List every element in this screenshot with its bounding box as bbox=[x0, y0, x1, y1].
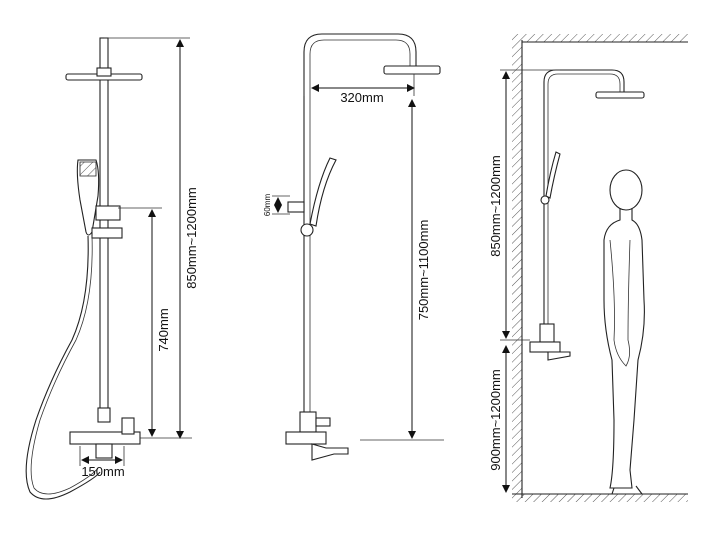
valve-height-label: 740mm bbox=[156, 308, 171, 351]
shower-hose bbox=[25, 235, 101, 500]
side-riser bbox=[303, 33, 417, 420]
side-hand-shower bbox=[309, 157, 337, 227]
installed-hand-shower bbox=[545, 151, 561, 199]
riser-pipe bbox=[99, 37, 109, 411]
installed-valve bbox=[539, 323, 555, 343]
floor bbox=[522, 494, 688, 502]
valve-to-head-label: 750mm~1100mm bbox=[416, 220, 431, 321]
spout-width-label: 150mm bbox=[81, 464, 124, 479]
installed-shower-head bbox=[595, 91, 645, 99]
installed-riser bbox=[543, 69, 625, 330]
side-valve bbox=[299, 411, 317, 433]
tub-spout bbox=[95, 443, 113, 459]
front-view-drawing: 850mm~1200mm 740mm 150mm bbox=[25, 37, 199, 500]
side-view-drawing: 320mm 60mm 750mm~1100mm bbox=[263, 33, 444, 461]
side-shower-head bbox=[383, 65, 441, 75]
human-figure bbox=[603, 169, 645, 495]
hand-shower bbox=[76, 159, 100, 236]
side-spout bbox=[311, 443, 349, 461]
wall bbox=[512, 34, 522, 502]
bracket-offset-label: 60mm bbox=[263, 194, 272, 217]
lower-height-label: 900mm~1200mm bbox=[488, 369, 503, 471]
installed-view-drawing: 850mm~1200mm 900mm~1200mm bbox=[488, 34, 688, 502]
upper-height-label: 850mm~1200mm bbox=[488, 155, 503, 257]
ceiling bbox=[522, 34, 688, 42]
total-height-label: 850mm~1200mm bbox=[184, 187, 199, 289]
slider-bracket bbox=[95, 205, 121, 221]
arm-length-label: 320mm bbox=[340, 90, 383, 105]
